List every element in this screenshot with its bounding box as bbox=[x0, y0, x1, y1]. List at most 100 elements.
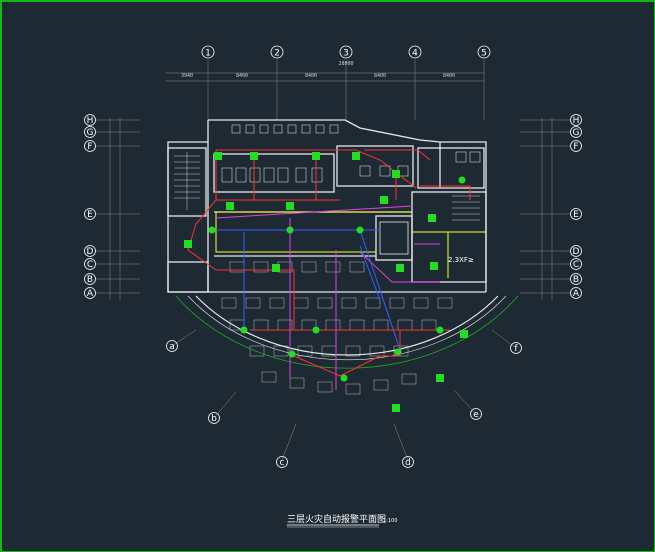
axis-bubble: d bbox=[402, 456, 414, 468]
top-dimensions: 28000 3940 8400 8400 8400 8400 bbox=[181, 61, 455, 79]
building-walls bbox=[167, 119, 487, 293]
smoke-detector-icon bbox=[312, 326, 320, 334]
fire-alarm-devices bbox=[184, 152, 468, 412]
smoke-detector-icon bbox=[240, 326, 248, 334]
dimension-text: 3940 bbox=[181, 73, 193, 79]
axis-bubble: b bbox=[208, 412, 220, 424]
axis-bubble: A bbox=[570, 287, 582, 299]
detector-icon bbox=[430, 262, 438, 270]
axis-label: F bbox=[573, 142, 578, 152]
axis-label: c bbox=[280, 458, 285, 468]
detector-icon bbox=[460, 330, 468, 338]
smoke-detector-icon bbox=[356, 226, 364, 234]
axis-label: 2 bbox=[274, 49, 280, 59]
axis-bubble: e bbox=[470, 408, 482, 420]
axis-bubble: f bbox=[510, 342, 522, 354]
axis-label: G bbox=[87, 128, 94, 138]
axis-bubble: F bbox=[84, 140, 96, 152]
drawing-scale: 1:100 bbox=[383, 518, 397, 524]
axis-bubble: C bbox=[84, 258, 96, 270]
right-row-axis-bubbles: H G F E D C B A bbox=[570, 114, 582, 299]
dining-tables bbox=[221, 261, 453, 395]
drawing-title: 三层火灾自动报警平面图 bbox=[287, 513, 386, 525]
detector-icon bbox=[226, 202, 234, 210]
axis-label: H bbox=[87, 116, 94, 126]
axis-label: a bbox=[169, 342, 175, 352]
axis-label: D bbox=[573, 247, 580, 257]
detector-icon bbox=[272, 264, 280, 272]
axis-bubble: G bbox=[84, 126, 96, 138]
smoke-detector-icon bbox=[340, 374, 348, 382]
detector-icon bbox=[250, 152, 258, 160]
axis-label: B bbox=[87, 275, 93, 285]
fire-alarm-loop bbox=[187, 149, 471, 377]
smoke-detector-icon bbox=[286, 226, 294, 234]
axis-label: 3 bbox=[343, 49, 349, 59]
axis-bubble: 3 bbox=[339, 45, 353, 59]
axis-label: E bbox=[573, 210, 579, 220]
bus-wiring bbox=[215, 211, 486, 278]
axis-bubble: D bbox=[84, 245, 96, 257]
axis-label: A bbox=[87, 289, 94, 299]
left-row-axis-lines bbox=[96, 118, 140, 300]
smoke-detector-icon bbox=[394, 348, 402, 356]
detector-icon bbox=[214, 152, 222, 160]
axis-label: 4 bbox=[412, 49, 418, 59]
axis-bubble: c bbox=[276, 456, 288, 468]
detector-icon bbox=[380, 196, 388, 204]
axis-label: b bbox=[211, 414, 217, 424]
detector-icon bbox=[312, 152, 320, 160]
detector-icon bbox=[184, 240, 192, 248]
axis-bubble: 5 bbox=[477, 45, 491, 59]
detector-icon bbox=[392, 404, 400, 412]
axis-bubble: B bbox=[84, 273, 96, 285]
axis-bubble: 1 bbox=[201, 45, 215, 59]
detector-icon bbox=[436, 374, 444, 382]
axis-label: 5 bbox=[481, 49, 487, 59]
right-row-axis-lines bbox=[520, 118, 570, 300]
axis-label: C bbox=[573, 260, 579, 270]
axis-label: G bbox=[573, 128, 580, 138]
axis-label: C bbox=[87, 260, 93, 270]
stairs bbox=[174, 152, 480, 221]
dimension-text: 8400 bbox=[236, 73, 248, 79]
axis-label: H bbox=[573, 116, 580, 126]
axis-bubble: H bbox=[570, 114, 582, 126]
smoke-detector-icon bbox=[288, 350, 296, 358]
radial-axis-bubbles: a b c d e f bbox=[166, 340, 522, 468]
axis-label: D bbox=[87, 247, 94, 257]
arc-facade bbox=[171, 295, 519, 461]
signal-wiring bbox=[210, 229, 401, 351]
smoke-detector-icon bbox=[208, 226, 216, 234]
axis-bubble: H bbox=[84, 114, 96, 126]
panel-label: 2.3XF≥ bbox=[448, 256, 474, 264]
axis-bubble: A bbox=[84, 287, 96, 299]
detector-icon bbox=[352, 152, 360, 160]
axis-bubble: 4 bbox=[408, 45, 422, 59]
axis-label: E bbox=[87, 210, 93, 220]
detector-icon bbox=[286, 202, 294, 210]
axis-label: 1 bbox=[205, 49, 211, 59]
axis-bubble: E bbox=[570, 208, 582, 220]
smoke-detector-icon bbox=[436, 326, 444, 334]
axis-label: e bbox=[473, 410, 479, 420]
kitchen-fixtures bbox=[221, 124, 481, 183]
dimension-text: 8400 bbox=[305, 73, 317, 79]
drawing-title-block: 三层火灾自动报警平面图 1:100 bbox=[287, 513, 397, 528]
axis-bubble: F bbox=[570, 140, 582, 152]
dimension-text: 8400 bbox=[374, 73, 386, 79]
axis-label: d bbox=[405, 458, 411, 468]
dimension-total: 28000 bbox=[338, 61, 353, 67]
axis-label: A bbox=[573, 289, 580, 299]
axis-bubble: D bbox=[570, 245, 582, 257]
axis-label: B bbox=[573, 275, 579, 285]
axis-bubble: a bbox=[166, 340, 178, 352]
axis-label: f bbox=[514, 344, 518, 354]
column-axis-bubbles: 1 2 3 4 5 bbox=[201, 45, 491, 59]
axis-bubble: C bbox=[570, 258, 582, 270]
left-row-axis-bubbles: H G F E D C B A bbox=[84, 114, 96, 299]
smoke-detector-icon bbox=[458, 176, 466, 184]
axis-bubble: 2 bbox=[270, 45, 284, 59]
detector-icon bbox=[428, 214, 436, 222]
